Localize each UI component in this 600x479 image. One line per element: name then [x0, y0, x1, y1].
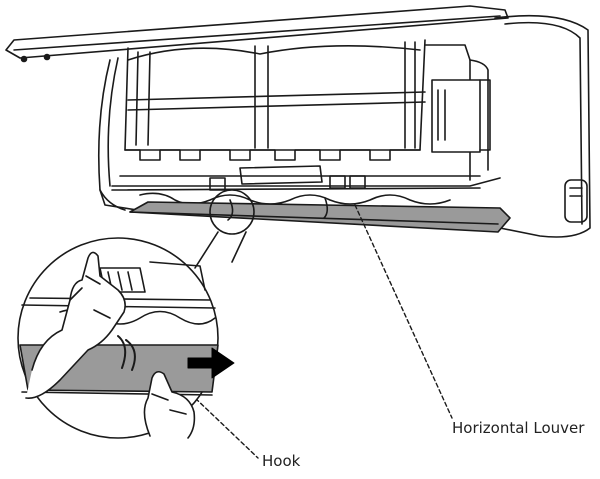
right-hand [143, 370, 196, 439]
left-hand [25, 251, 126, 399]
hook-label: Hook [262, 452, 301, 470]
lower-bar [111, 165, 481, 205]
horizontal-louver-label: Horizontal Louver [452, 419, 585, 437]
front-panel [5, 5, 509, 63]
push-arrow [187, 347, 235, 379]
unit-side-housing [494, 14, 591, 238]
filter-frame [124, 39, 426, 161]
zoom-marker [194, 189, 255, 269]
horizontal-louver [129, 197, 511, 233]
control-box [424, 44, 491, 181]
